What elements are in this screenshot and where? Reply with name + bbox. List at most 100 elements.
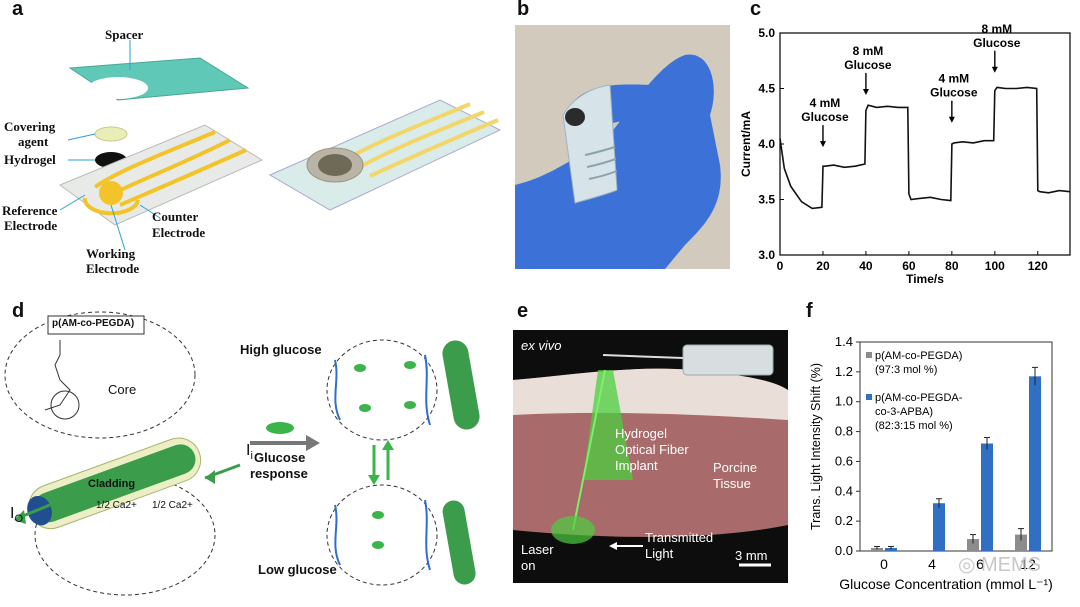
fiber-contracted <box>442 500 476 585</box>
y-tick-label: 0.2 <box>835 513 853 528</box>
light-out-subscript: O <box>14 513 24 526</box>
x-tick-label: 20 <box>816 259 830 273</box>
bar-apba <box>981 443 993 551</box>
label-ex-vivo: ex vivo <box>521 338 562 353</box>
x-tick-label: 120 <box>1028 259 1048 273</box>
label-hydrogel-fiber-2: Optical Fiber <box>615 442 689 457</box>
panel-label-a: a <box>12 0 24 20</box>
label-polymer: p(AM-co-PEGDA) <box>52 318 135 329</box>
annotation-line2: Glucose <box>973 36 1021 50</box>
covering-agent-disc <box>94 126 128 142</box>
x-axis-label: Time/s <box>906 272 944 286</box>
y-tick-label: 1.4 <box>835 334 853 349</box>
annotation-line1: 4 mM <box>810 96 841 110</box>
panel-label-f: f <box>806 300 813 322</box>
panel-label-c: c <box>750 0 762 20</box>
annotation-arrowhead <box>819 141 826 148</box>
gloved-hand <box>515 54 721 269</box>
fiber-connector <box>682 344 774 376</box>
label-laser-2: on <box>521 558 536 573</box>
plot-frame <box>859 341 1053 552</box>
y-tick-label: 1.2 <box>835 364 853 379</box>
x-tick-label: 6 <box>976 556 984 572</box>
label-response-1: Glucose <box>254 450 306 465</box>
cladding-zoom-circle <box>34 474 216 596</box>
x-tick-label: 4 <box>928 556 936 572</box>
y-tick-label: 3.0 <box>758 248 775 262</box>
label-covering-2: agent <box>18 134 49 149</box>
x-tick-label: 40 <box>859 259 873 273</box>
annotation-line1: 8 mM <box>981 22 1012 36</box>
label-core: Core <box>108 382 137 397</box>
bar-apba <box>1029 376 1041 551</box>
x-tick-label: 0 <box>880 556 888 572</box>
optical-fiber-schematic <box>4 311 480 596</box>
panel-label-b: b <box>517 0 530 20</box>
legend-label: (97:3 mol %) <box>875 364 937 376</box>
light-in-symbol: I <box>246 442 251 459</box>
y-tick-label: 1.0 <box>835 394 853 409</box>
y-tick-label: 0.0 <box>835 543 853 558</box>
core-zoom-circle <box>4 311 196 439</box>
annotation-arrowhead <box>948 116 955 123</box>
y-axis-label: Trans. Light Intensity Shift (%) <box>809 363 823 530</box>
annotation-line2: Glucose <box>844 58 892 72</box>
y-tick-label: 4.5 <box>758 82 775 96</box>
panel-e: e ex vivo Hydrogel Optical Fiber Implant… <box>505 300 790 607</box>
annotation-line2: Glucose <box>930 86 978 100</box>
legend-label: p(AM-co-PEGDA) <box>875 350 962 362</box>
fiber-core <box>33 444 196 523</box>
panel-label-d: d <box>12 300 25 322</box>
working-electrode-pad <box>99 181 123 205</box>
x-tick-label: 0 <box>777 259 784 273</box>
x-tick-label: 60 <box>902 259 916 273</box>
label-working-2: Electrode <box>86 261 140 276</box>
high-glucose-circle <box>326 339 438 441</box>
low-glucose-circle <box>326 484 438 586</box>
response-arrow <box>306 435 320 451</box>
label-transmitted-1: Transmitted <box>645 530 714 545</box>
sensor-exploded-diagram <box>58 40 502 251</box>
x-tick-label: 12 <box>1020 556 1036 572</box>
label-hydrogel-fiber-1: Hydrogel <box>615 426 668 441</box>
current-trace <box>779 86 1071 210</box>
panel-d: d <box>0 300 505 607</box>
x-axis-label: Glucose Concentration (mmol L⁻¹) <box>839 576 1053 592</box>
light-out-symbol: I <box>10 505 15 522</box>
y-tick-label: 0.6 <box>835 453 853 468</box>
spacer-hole <box>88 77 148 99</box>
y-tick-label: 0.8 <box>835 424 853 439</box>
panel-a: a Spacer Covering agent Hydrogel Referen… <box>0 0 505 285</box>
bar-control <box>967 539 979 551</box>
fiber-swollen <box>442 340 480 430</box>
label-working-1: Working <box>86 246 136 261</box>
legend-swatch <box>866 352 872 358</box>
annotation-arrowhead <box>862 88 869 95</box>
annotation-line1: 8 mM <box>853 44 884 58</box>
label-reference-2: Electrode <box>4 218 58 233</box>
label-scale: 3 mm <box>735 548 768 563</box>
annotation-line2: Glucose <box>801 110 849 124</box>
bar-apba <box>933 503 945 551</box>
annotation-arrowhead <box>991 66 998 73</box>
label-covering-1: Covering <box>4 119 56 134</box>
label-ca-right: 1/2 Ca2+ <box>152 500 193 511</box>
panel-label-e: e <box>517 300 529 322</box>
bar-control <box>1015 534 1027 551</box>
label-hydrogel: Hydrogel <box>4 152 56 167</box>
label-counter-1: Counter <box>152 209 199 224</box>
x-tick-label: 80 <box>945 259 959 273</box>
label-counter-2: Electrode <box>152 225 206 240</box>
panel-b: b <box>505 0 730 285</box>
y-tick-label: 4.0 <box>758 137 775 151</box>
label-ca-left: 1/2 Ca2+ <box>96 500 137 511</box>
watermark: ◎ MEMS <box>958 554 1042 576</box>
y-tick-label: 3.5 <box>758 193 775 207</box>
label-low-glucose: Low glucose <box>258 562 337 577</box>
green-glow <box>583 370 633 480</box>
x-tick-label: 100 <box>985 259 1005 273</box>
